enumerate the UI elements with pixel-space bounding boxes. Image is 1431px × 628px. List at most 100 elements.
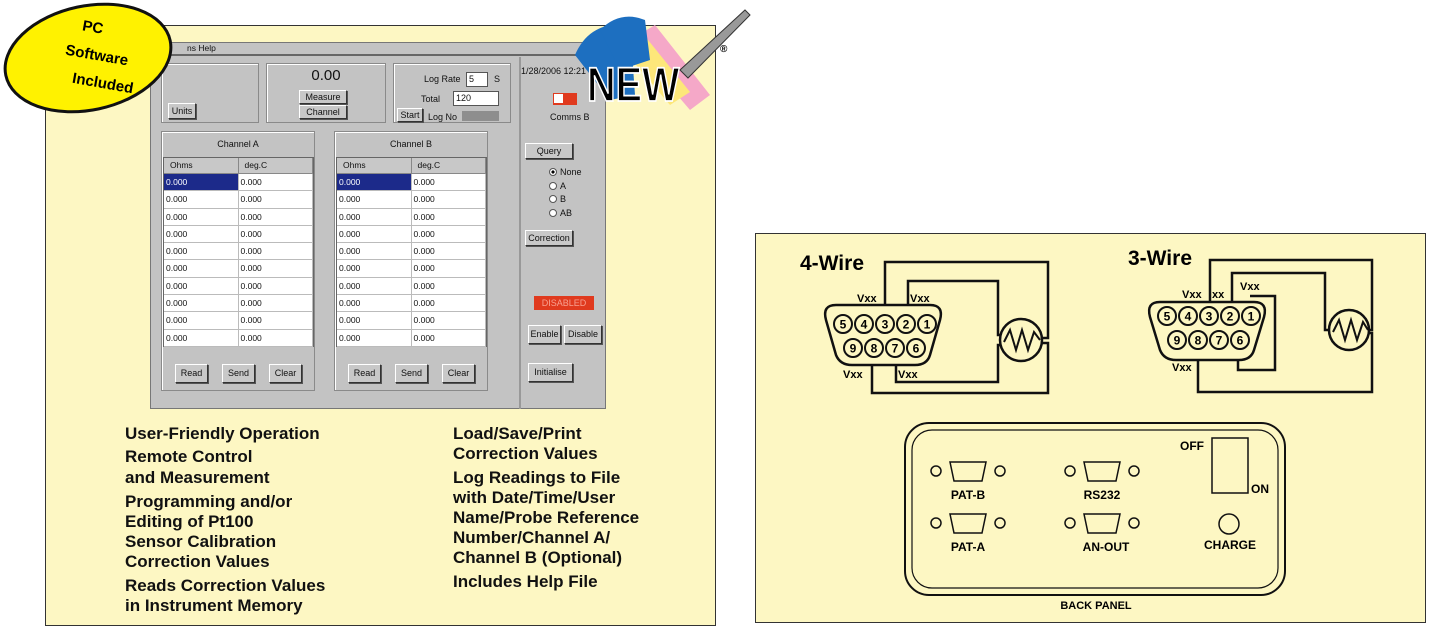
table-cell[interactable]: 0.000 (412, 208, 486, 225)
column-header[interactable]: deg.C (411, 158, 486, 174)
table-cell[interactable]: 0.000 (164, 312, 239, 329)
pin-icon (917, 314, 937, 334)
table-cell[interactable]: 0.000 (239, 295, 313, 312)
table-cell[interactable]: 0.000 (412, 191, 486, 208)
table-cell[interactable]: 0.000 (164, 174, 239, 191)
table-cell[interactable]: 0.000 (239, 243, 313, 260)
table-cell[interactable]: 0.000 (164, 191, 239, 208)
initialise-button[interactable]: Initialise (528, 363, 573, 382)
table-cell[interactable]: 0.000 (164, 277, 239, 295)
measure-button[interactable]: Measure (299, 90, 347, 104)
disable-button[interactable]: Disable (564, 325, 602, 344)
table-cell[interactable]: 0.000 (412, 295, 486, 312)
table-cell[interactable]: 0.000 (337, 243, 412, 260)
table-cell[interactable]: 0.000 (164, 295, 239, 312)
table-cell[interactable]: 0.000 (412, 260, 486, 277)
correction-button[interactable]: Correction (525, 230, 573, 246)
table-cell[interactable]: 0.000 (337, 277, 412, 295)
table-cell[interactable]: 0.000 (337, 191, 412, 208)
table-cell[interactable]: 0.000 (337, 329, 412, 346)
table-cell[interactable]: 0.000 (164, 329, 239, 346)
radio-ab[interactable]: AB (549, 208, 572, 218)
read-button[interactable]: Read (348, 364, 381, 383)
table-cell[interactable]: 0.000 (412, 225, 486, 243)
pin-number: 8 (1195, 334, 1202, 348)
table-cell[interactable]: 0.000 (164, 208, 239, 225)
table-cell[interactable]: 0.000 (337, 174, 412, 191)
table-cell[interactable]: 0.000 (337, 225, 412, 243)
read-button[interactable]: Read (175, 364, 208, 383)
table-cell[interactable]: 0.000 (412, 174, 486, 191)
radio-none[interactable]: None (549, 167, 582, 177)
table-cell[interactable]: 0.000 (337, 312, 412, 329)
table-cell[interactable]: 0.000 (239, 191, 313, 208)
radio-b[interactable]: B (549, 194, 566, 204)
pin-number: 7 (1216, 334, 1223, 348)
feature-item: Sensor Calibration (125, 532, 277, 551)
table-cell[interactable]: 0.000 (164, 243, 239, 260)
table-cell[interactable]: 0.000 (239, 174, 313, 191)
table-cell[interactable]: 0.000 (239, 225, 313, 243)
table-cell[interactable]: 0.000 (239, 312, 313, 329)
pin-icon (864, 338, 884, 358)
clear-button[interactable]: Clear (442, 364, 475, 383)
table-cell[interactable]: 0.000 (164, 260, 239, 277)
off-label: OFF (1180, 439, 1204, 453)
pin-number: 7 (892, 342, 899, 356)
query-button[interactable]: Query (525, 143, 573, 159)
comms-indicator (553, 93, 577, 105)
table-cell[interactable]: 0.000 (239, 208, 313, 225)
enable-button[interactable]: Enable (528, 325, 561, 344)
send-button[interactable]: Send (395, 364, 428, 383)
table-cell[interactable]: 0.000 (337, 295, 412, 312)
table-cell[interactable]: 0.000 (239, 277, 313, 295)
table-cell[interactable]: 0.000 (412, 243, 486, 260)
log-rate-input[interactable]: 5 (466, 72, 488, 87)
pin-icon (1209, 330, 1229, 350)
total-input[interactable]: 120 (453, 91, 499, 106)
column-header[interactable]: Ohms (337, 158, 412, 174)
clear-button[interactable]: Clear (269, 364, 302, 383)
column-header[interactable]: Ohms (164, 158, 239, 174)
menu-bar[interactable]: ns Help (151, 43, 606, 56)
an-out-port (1064, 513, 1140, 534)
table-cell[interactable]: 0.000 (164, 225, 239, 243)
table-cell[interactable]: 0.000 (337, 208, 412, 225)
comms-checkbox[interactable] (554, 94, 563, 103)
column-header[interactable]: deg.C (238, 158, 313, 174)
units-button[interactable]: Units (168, 103, 196, 119)
table-cell[interactable]: 0.000 (239, 260, 313, 277)
table-cell[interactable]: 0.000 (412, 329, 486, 346)
table-cell[interactable]: 0.000 (337, 260, 412, 277)
table-cell[interactable]: 0.000 (412, 312, 486, 329)
start-button[interactable]: Start (397, 108, 423, 122)
send-button[interactable]: Send (222, 364, 255, 383)
table-cell[interactable]: 0.000 (412, 277, 486, 295)
table-cell[interactable]: 0.000 (239, 329, 313, 346)
radio-a[interactable]: A (549, 181, 566, 191)
channel-button[interactable]: Channel (299, 105, 347, 119)
feature-item: Log Readings to File (453, 468, 621, 487)
pin-icon (1230, 330, 1250, 350)
pin-number: 4 (1185, 310, 1192, 324)
